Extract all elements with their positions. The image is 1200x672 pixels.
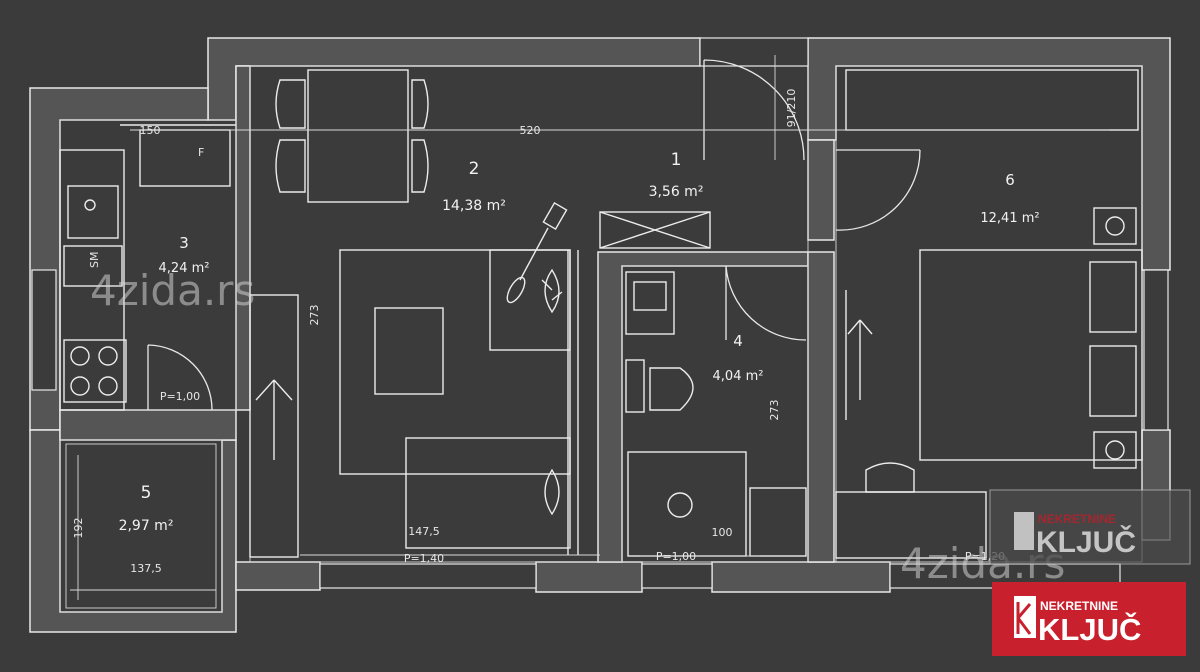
dim-corridor-top: 520 bbox=[520, 124, 541, 137]
washer-label: SM bbox=[88, 252, 101, 268]
logo-name-text: KLJUČ bbox=[1038, 611, 1141, 647]
room-number: 4 bbox=[733, 332, 743, 350]
dim-door-height: 91/210 bbox=[785, 89, 798, 128]
site-watermark-top: 4zida.rs bbox=[90, 266, 255, 315]
window-bedroom-right bbox=[1143, 269, 1169, 431]
room-area: 14,38 m² bbox=[442, 198, 506, 214]
bath-door bbox=[725, 265, 807, 341]
room-label-2: 2 14,38 m² bbox=[442, 159, 506, 214]
room-label-4: 4 4,04 m² bbox=[713, 332, 764, 384]
room-number: 3 bbox=[179, 234, 189, 252]
fridge-label: F bbox=[198, 146, 204, 159]
logo-top-text: NEKRETNINE bbox=[1040, 599, 1118, 613]
dim-balcony-width: 137,5 bbox=[130, 562, 162, 575]
dim-kitchen-door: P=1,00 bbox=[160, 390, 200, 403]
dim-living-bottom: 147,5 bbox=[408, 525, 440, 538]
room-area: 2,97 m² bbox=[119, 518, 174, 534]
bedroom-furniture bbox=[835, 69, 1143, 559]
agency-logo-faded: NEKRETNINE KLJUČ bbox=[989, 489, 1191, 565]
dim-bath-height: 273 bbox=[768, 400, 781, 421]
dim-window-living: P=1,40 bbox=[404, 552, 444, 565]
dimension-labels: 150 520 91/210 192 137,5 147,5 100 P=1,4… bbox=[72, 89, 1005, 575]
dim-left-wall: 192 bbox=[72, 518, 85, 539]
dimension-lines bbox=[70, 55, 1110, 600]
dim-bath-bottom: 100 bbox=[712, 526, 733, 539]
room-area: 12,41 m² bbox=[980, 211, 1039, 226]
dim-living-height: 273 bbox=[308, 305, 321, 326]
logo-name-text: KLJUČ bbox=[1036, 525, 1136, 559]
watermark-text: 4zida.rs bbox=[90, 266, 255, 315]
room-area: 3,56 m² bbox=[649, 184, 704, 200]
walls bbox=[29, 37, 1171, 633]
dim-kitchen-top: 150 bbox=[140, 124, 161, 137]
room-number: 6 bbox=[1005, 171, 1015, 189]
room-label-3: 3 4,24 m² bbox=[159, 234, 210, 276]
window-kitchen bbox=[31, 269, 57, 391]
room-number: 1 bbox=[671, 150, 682, 170]
room-label-6: 6 12,41 m² bbox=[980, 171, 1039, 226]
dining-set bbox=[275, 69, 429, 203]
kitchen-units bbox=[59, 124, 236, 411]
room-area: 4,24 m² bbox=[159, 261, 210, 276]
entrance-opening bbox=[699, 37, 809, 67]
window-bath bbox=[641, 563, 713, 589]
room-area: 4,04 m² bbox=[713, 369, 764, 384]
balcony-outline bbox=[65, 443, 217, 609]
living-furniture bbox=[249, 202, 579, 558]
bedroom-door bbox=[835, 149, 921, 231]
logo-top-text: NEKRETNINE bbox=[1038, 512, 1116, 526]
dim-window-bath: P=1,00 bbox=[656, 550, 696, 563]
room-label-5: 5 2,97 m² bbox=[119, 483, 174, 534]
hall-cabinet bbox=[599, 211, 711, 249]
room-number: 2 bbox=[469, 159, 480, 179]
balcony-door bbox=[147, 344, 213, 411]
windows bbox=[31, 37, 1169, 589]
agency-logo: NEKRETNINE KLJUČ bbox=[992, 582, 1186, 656]
window-living bbox=[319, 563, 537, 589]
room-label-1: 1 3,56 m² bbox=[649, 150, 704, 200]
doors bbox=[147, 59, 921, 411]
room-number: 5 bbox=[141, 483, 152, 503]
